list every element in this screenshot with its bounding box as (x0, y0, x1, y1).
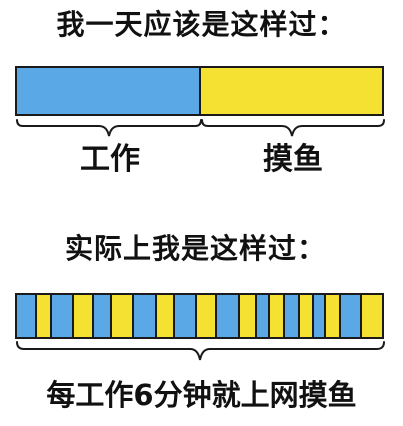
top-slack-segment (198, 68, 382, 114)
top-work-segment (17, 68, 199, 114)
bottom-time-bar (15, 293, 384, 339)
bottom-work-segment (131, 295, 155, 337)
slack-label: 摸鱼 (263, 142, 323, 177)
top-work-bracket (16, 119, 202, 137)
bottom-work-segment (311, 295, 324, 337)
top-time-bar (15, 66, 384, 116)
bottom-work-segment (283, 295, 299, 337)
bottom-work-segment (173, 295, 195, 337)
bottom-slack-segment (268, 295, 284, 337)
bottom-work-segment (214, 295, 239, 337)
bottom-work-segment (338, 295, 361, 337)
bottom-slack-segment (110, 295, 132, 337)
bottom-slack-segment (194, 295, 215, 337)
bottom-work-segment (254, 295, 269, 337)
bottom-slack-segment (323, 295, 339, 337)
top-slack-bracket (201, 119, 385, 137)
bottom-slack-segment (360, 295, 382, 337)
bottom-title: 实际上我是这样过： (64, 232, 326, 265)
bottom-slack-segment (34, 295, 51, 337)
bottom-slack-segment (238, 295, 255, 337)
bottom-caption: 每工作6分钟就上网摸鱼 (46, 378, 357, 412)
bottom-bracket (16, 341, 385, 361)
bottom-work-segment (17, 295, 35, 337)
bottom-slack-segment (298, 295, 312, 337)
bottom-work-segment (91, 295, 111, 337)
top-title: 我一天应该是这样过： (56, 8, 347, 41)
work-label: 工作 (80, 142, 140, 177)
bottom-slack-segment (154, 295, 174, 337)
bottom-work-segment (50, 295, 72, 337)
bottom-slack-segment (71, 295, 92, 337)
